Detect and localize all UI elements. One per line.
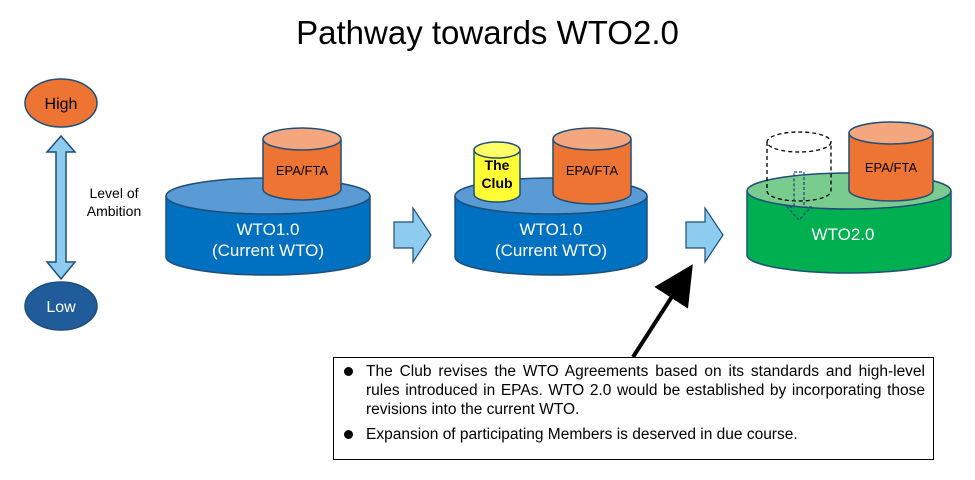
epa-fta-cylinder (552, 127, 632, 205)
callout-text: The Club revises the WTO Agreements base… (366, 363, 925, 418)
dashed-club-cylinder (766, 131, 832, 202)
diagram-title: Pathway towards WTO2.0 (296, 14, 679, 51)
low-ellipse (24, 281, 98, 331)
right-arrow-icon (393, 206, 432, 264)
epa-fta-label: EPA/FTA (865, 160, 918, 175)
wto1-label-line2: (Current WTO) (495, 241, 607, 260)
ambition-scale: High Low Level of Ambition (24, 78, 141, 331)
wto1-label-line2: (Current WTO) (212, 241, 324, 260)
wto1-label-line1: WTO1.0 (237, 220, 300, 239)
stage-1: EPA/FTA WTO1.0 (Current WTO) (165, 127, 371, 276)
callout-bullet: Expansion of participating Members is de… (342, 425, 925, 444)
epa-fta-cylinder (848, 121, 934, 202)
bullet-icon (344, 430, 353, 439)
high-label: High (45, 96, 78, 113)
the-club-cylinder (473, 141, 521, 203)
stage-3: EPA/FTA WTO2.0 (746, 121, 952, 274)
pointer-arrow-icon (631, 264, 693, 359)
explanation-callout: The Club revises the WTO Agreements base… (333, 357, 934, 460)
bullet-icon (344, 367, 353, 376)
callout-bullet-list: The Club revises the WTO Agreements base… (342, 362, 925, 444)
callout-text: Expansion of participating Members is de… (366, 426, 798, 443)
stage-2: The Club EPA/FTA WTO1.0 (Current WTO) (454, 127, 648, 276)
axis-label-line1: Level of (89, 185, 138, 201)
low-label: Low (46, 299, 76, 316)
epa-fta-label: EPA/FTA (566, 163, 619, 178)
the-club-label-line1: The (485, 157, 510, 173)
right-arrow-icon (685, 206, 724, 264)
epa-fta-cylinder (262, 127, 342, 201)
callout-bullet: The Club revises the WTO Agreements base… (342, 362, 925, 419)
epa-fta-label: EPA/FTA (276, 163, 329, 178)
double-arrow-icon (45, 134, 77, 281)
wto2-label: WTO2.0 (812, 225, 875, 244)
high-ellipse (24, 78, 98, 128)
axis-label-line2: Ambition (87, 203, 141, 219)
wto1-label-line1: WTO1.0 (520, 220, 583, 239)
the-club-label-line2: Club (481, 175, 512, 191)
dashed-down-arrow-icon (785, 171, 813, 221)
